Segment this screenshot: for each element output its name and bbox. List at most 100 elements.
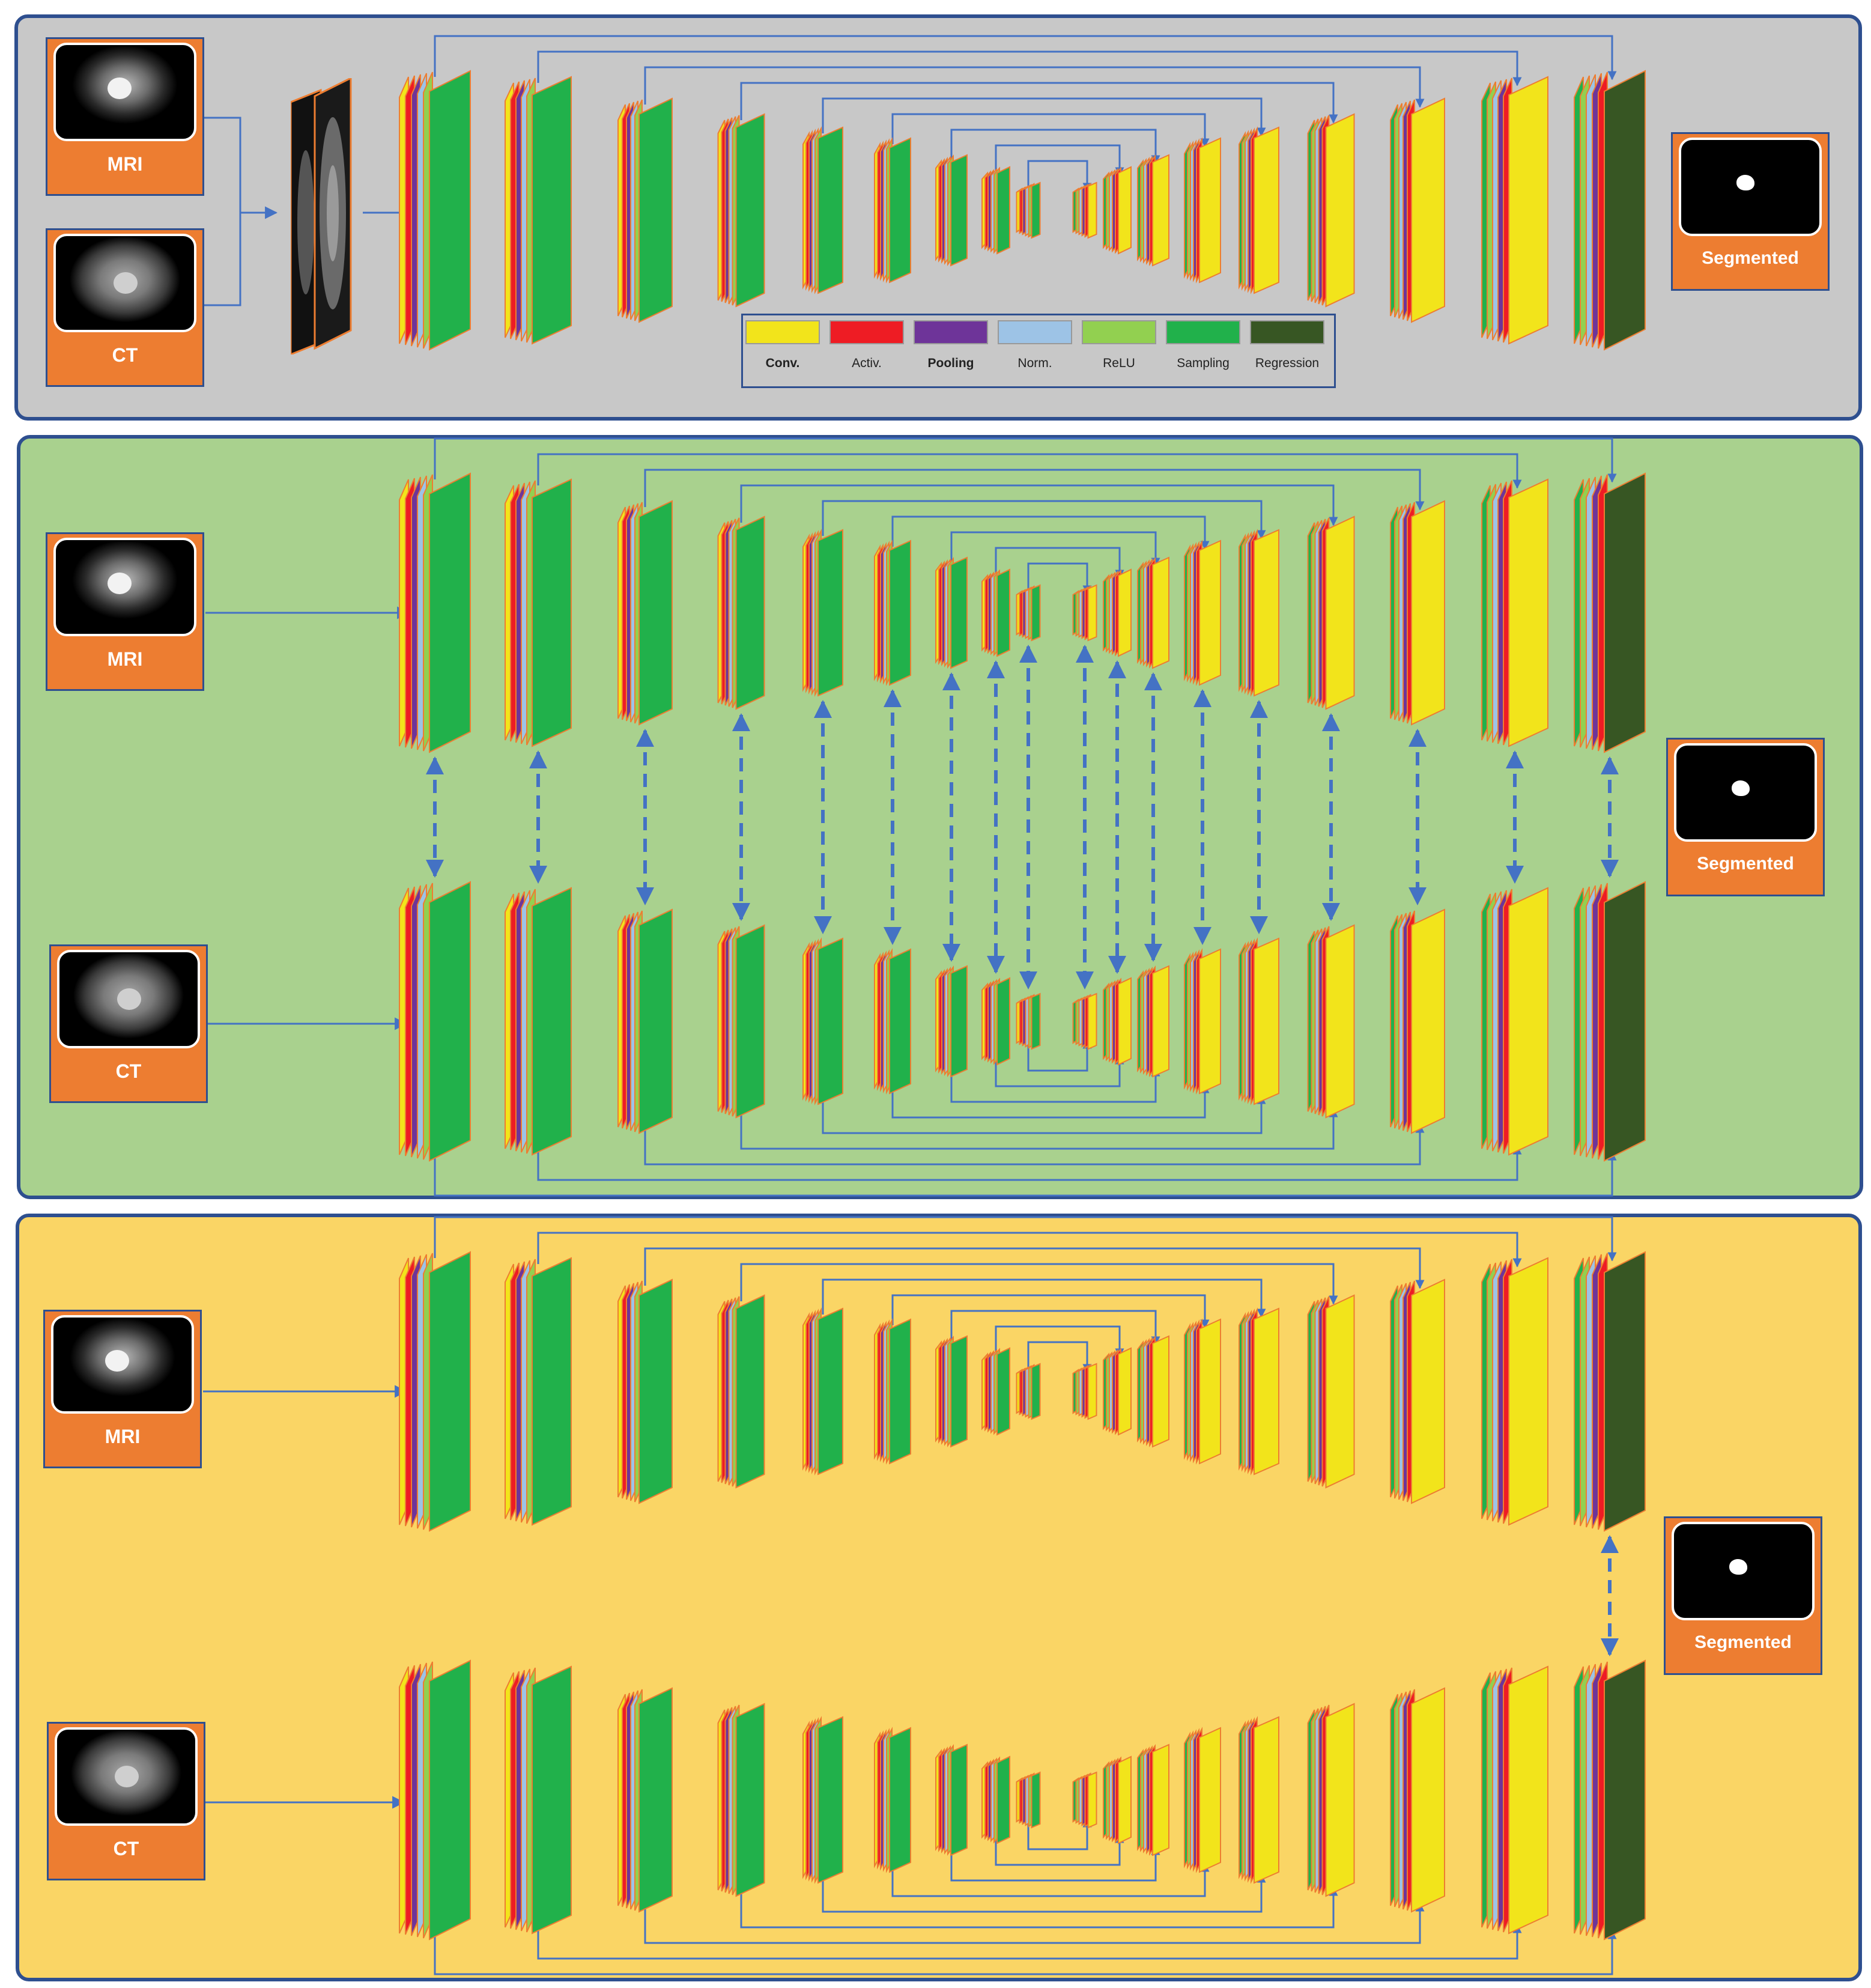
skip-connection: [891, 1084, 1210, 1119]
skip-connection: [995, 1834, 1124, 1866]
layer-block: [1239, 1307, 1279, 1476]
mri-label: MRI: [105, 1426, 141, 1447]
layer-block: [1016, 992, 1041, 1050]
layer-plate: [950, 556, 968, 669]
layer-block: [1390, 500, 1445, 726]
layer-block: [1307, 1703, 1355, 1897]
layer-block: [935, 556, 968, 669]
skip-connection: [950, 1846, 1160, 1882]
layer-plate: [735, 113, 765, 308]
layer-plate: [532, 887, 572, 1156]
layer-block: [1016, 1771, 1041, 1829]
layer-block: [874, 1727, 911, 1873]
layer-block: [505, 887, 572, 1156]
segmentation-mask: [1674, 743, 1817, 842]
fusion-links: [426, 645, 1619, 1656]
layer-plate: [1152, 556, 1169, 669]
layer-plate: [1199, 137, 1221, 284]
skip-connection: [537, 50, 1522, 87]
skip-connection: [822, 1873, 1266, 1913]
layer-plate: [735, 924, 765, 1119]
layer-plate: [1411, 500, 1445, 726]
layer-plate: [996, 1347, 1010, 1436]
layer-plate: [1604, 1251, 1646, 1532]
skip-connection: [434, 35, 1617, 81]
legend-label-pooling: Pooling: [927, 356, 974, 370]
mri-thumbnail: [51, 1315, 194, 1414]
skip-connection: [644, 1902, 1425, 1944]
skip-connection: [995, 144, 1124, 177]
layer-block: [1184, 948, 1221, 1095]
skip-connection: [950, 1310, 1160, 1346]
mri-thumbnail: [53, 538, 196, 636]
skip-connection: [1027, 1818, 1092, 1850]
layer-plate: [1604, 70, 1646, 351]
layer-block: [1574, 1251, 1646, 1532]
layer-block: [1481, 1665, 1548, 1935]
layer-block: [1103, 1755, 1132, 1844]
layer-block: [617, 97, 673, 323]
segmented-output-card: Segmented: [1666, 738, 1825, 896]
mri-input-card: MRI: [43, 1310, 202, 1468]
layer-plate: [1118, 568, 1132, 657]
layer-block: [935, 154, 968, 267]
legend-label-activ: Activ.: [852, 356, 882, 370]
layer-plate: [532, 1665, 572, 1935]
layer-block: [1016, 584, 1041, 642]
layer-plate: [950, 1335, 968, 1448]
layer-plate: [817, 126, 843, 294]
layer-block: [1574, 472, 1646, 753]
layer-plate: [1411, 1278, 1445, 1504]
legend-swatch-conv: [745, 320, 820, 344]
layer-block: [1574, 881, 1646, 1162]
layer-block: [1103, 977, 1132, 1066]
layer-plate: [638, 1687, 673, 1913]
layer-plate: [1087, 1363, 1097, 1420]
skip-connection: [644, 1247, 1425, 1289]
layer-plate: [1604, 881, 1646, 1162]
legend-item-regression: Regression: [1250, 320, 1324, 386]
layer-plate: [889, 948, 911, 1095]
layer-block: [399, 1659, 471, 1941]
layer-block: [874, 540, 911, 686]
layer-block: [981, 1347, 1010, 1436]
legend-label-conv: Conv.: [765, 356, 800, 370]
layer-block: [717, 1294, 765, 1489]
skip-connection: [891, 515, 1210, 550]
layer-plate: [1031, 181, 1041, 239]
legend-swatch-relu: [1082, 320, 1156, 344]
skip-connection: [1027, 562, 1092, 595]
ct-thumbnail: [53, 234, 196, 332]
layer-plate: [1199, 540, 1221, 686]
layer-plate: [1508, 887, 1548, 1156]
layer-plate: [1325, 1703, 1355, 1897]
layer-block: [981, 568, 1010, 657]
layer-block: [1390, 1278, 1445, 1504]
layer-plate: [1199, 948, 1221, 1095]
skip-connection: [950, 531, 1160, 567]
layer-plate: [950, 965, 968, 1078]
layer-block: [717, 113, 765, 308]
skip-connection: [537, 1232, 1522, 1268]
layer-plate: [817, 1307, 843, 1476]
segmented-label: Segmented: [1694, 1632, 1792, 1652]
layer-block: [717, 1703, 765, 1897]
skip-connections: [434, 35, 1617, 1975]
legend-swatch-regression: [1250, 320, 1324, 344]
skip-connection: [740, 1886, 1338, 1929]
layer-block: [717, 924, 765, 1119]
skip-connection: [644, 469, 1425, 511]
layer-block: [617, 908, 673, 1134]
layer-plate: [1118, 1755, 1132, 1844]
layer-block: [1239, 529, 1279, 697]
layer-block: [399, 472, 471, 753]
ct-thumbnail: [57, 950, 200, 1048]
input-arrows: [203, 117, 415, 1809]
skip-connection: [995, 1055, 1124, 1087]
layer-block: [1481, 1257, 1548, 1526]
layer-block: [874, 1318, 911, 1465]
ct-branch-line: [204, 213, 241, 306]
skip-connection: [995, 547, 1124, 579]
skip-connection: [891, 113, 1210, 148]
